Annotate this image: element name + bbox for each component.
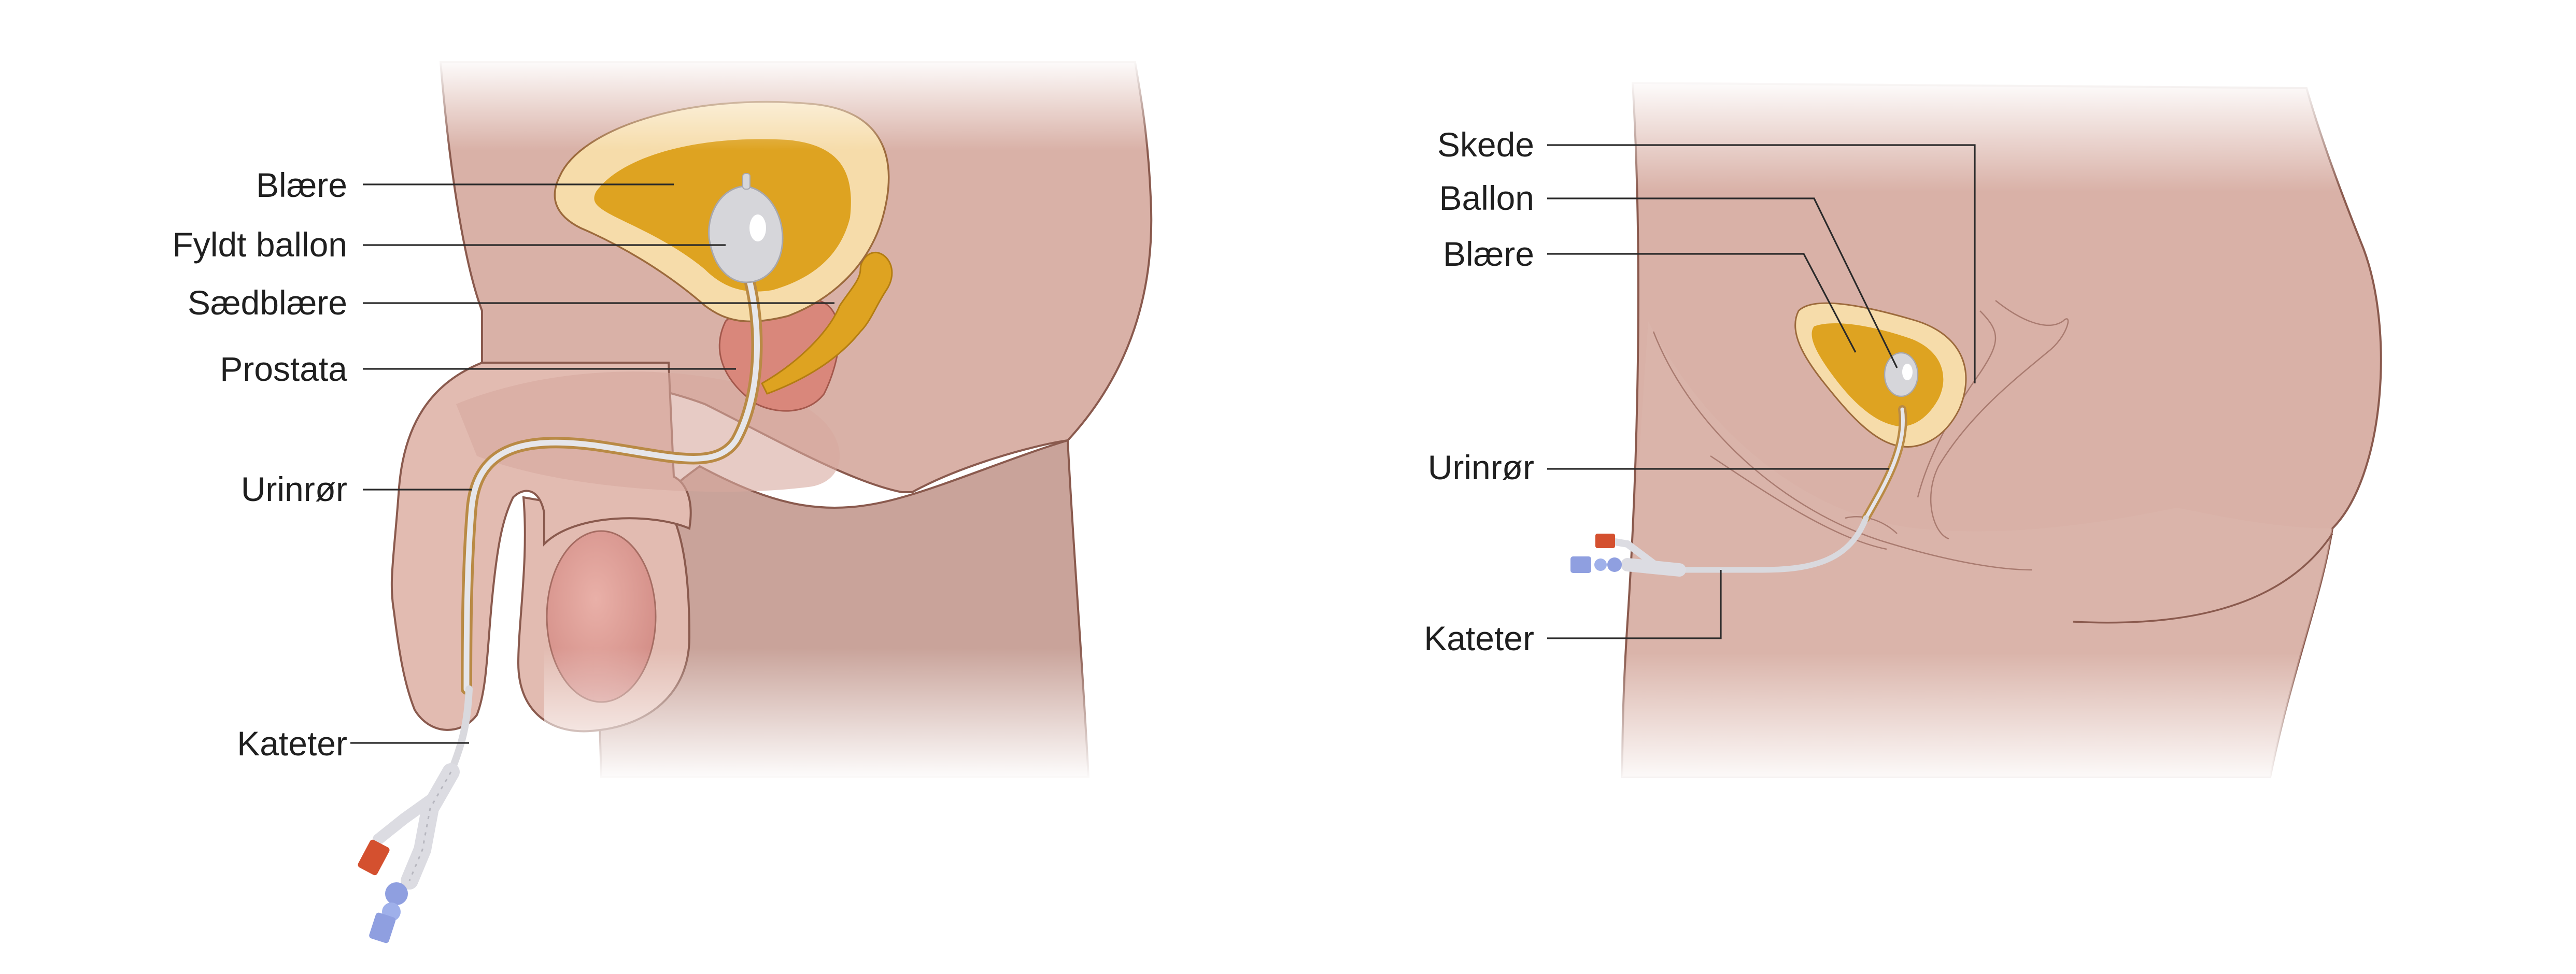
- female-labels: Skede Ballon Blære Urinrør Kateter: [1424, 125, 1976, 657]
- label-male-urethra: Urinrør: [241, 470, 347, 508]
- female-urine: [1811, 323, 1944, 426]
- male-figure: [358, 61, 1153, 943]
- leader-female-catheter: [1547, 570, 1722, 639]
- label-female-catheter: Kateter: [1424, 619, 1534, 657]
- label-female-balloon: Ballon: [1439, 179, 1534, 217]
- label-female-bladder: Blære: [1443, 235, 1534, 273]
- female-balloon: [1884, 352, 1919, 397]
- female-vagina-contour: [1930, 300, 2069, 540]
- label-male-catheter: Kateter: [237, 724, 347, 763]
- female-valve-red: [1595, 534, 1615, 548]
- male-catheter-tube: [447, 685, 473, 776]
- male-labels: Blære Fyldt ballon Sædblære Prostata Uri…: [172, 166, 834, 763]
- female-valve-blue: [1570, 556, 1591, 573]
- male-valve-blue: [369, 912, 396, 943]
- female-pelvic-contour-1: [1652, 331, 2032, 571]
- leader-female-balloon: [1547, 197, 1898, 368]
- label-male-bladder: Blære: [256, 166, 347, 204]
- male-valve-red: [358, 839, 390, 876]
- fade-top-female: [1622, 78, 2400, 192]
- label-male-prostate: Prostata: [220, 350, 347, 388]
- fade-bottom-female: [1617, 653, 2395, 787]
- label-female-vagina: Skede: [1437, 125, 1534, 164]
- label-female-urethra: Urinrør: [1428, 448, 1534, 486]
- female-catheter-connector: [1570, 534, 1686, 577]
- male-seminal-vesicle: [761, 251, 893, 395]
- male-corpus: [456, 371, 840, 492]
- female-pelvic-contour-2: [1710, 455, 1887, 550]
- leader-female-bladder: [1547, 253, 1857, 353]
- label-male-seminal-vesicle: Sædblære: [188, 283, 347, 322]
- fade-top-male: [435, 57, 1161, 150]
- fade-bottom-male: [544, 648, 1166, 782]
- male-balloon: [708, 185, 784, 283]
- female-catheter-tube: [1676, 515, 1869, 573]
- male-catheter-connector: [358, 763, 460, 943]
- label-male-filled-balloon: Fyldt ballon: [172, 225, 347, 264]
- leader-female-vagina: [1547, 144, 1976, 383]
